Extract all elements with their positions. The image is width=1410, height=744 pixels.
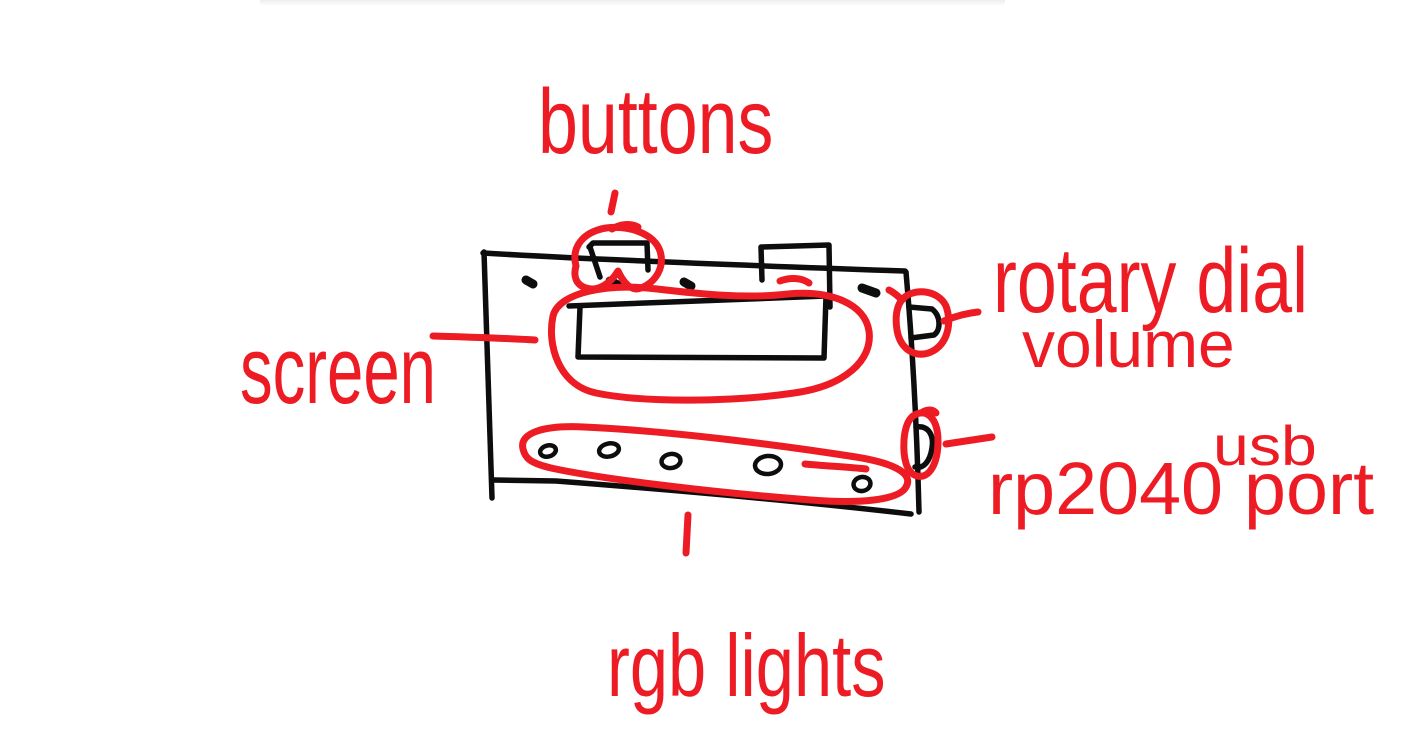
- rgb-ellipse-annotation: [519, 423, 912, 505]
- screen-pointer-line: [429, 332, 539, 344]
- rgb-led-sketch: [752, 453, 784, 477]
- rgb-led-sketch: [659, 451, 683, 471]
- screen-sketch: [566, 293, 829, 361]
- device-bottom-edge: [491, 477, 914, 517]
- annotations: [429, 189, 996, 557]
- usb-circle-annotation: [900, 409, 942, 480]
- usb-port-sketch: [912, 424, 936, 471]
- rotary-dial-label-line1: rotary dial: [993, 230, 1309, 332]
- rgb-inner-dash: [801, 460, 870, 473]
- usb-label-line1: usb: [1213, 414, 1317, 477]
- button-dot: [679, 277, 696, 291]
- rotary-circle-tail: [885, 286, 906, 304]
- rotary-pointer-line: [940, 308, 982, 325]
- top-edge-strip: [260, 0, 1005, 5]
- rotary-dial-sketch: [906, 304, 942, 341]
- rgb-lights-label: rgb lights: [607, 616, 886, 715]
- screen-circle-tail: [776, 275, 813, 287]
- device-top-edge: [480, 250, 908, 274]
- usb-circle-tail: [917, 406, 940, 417]
- rotary-circle-annotation: [892, 288, 953, 358]
- rgb-led-sketch: [851, 474, 873, 494]
- usb-label-line2: rp2040 port: [988, 447, 1375, 530]
- buttons-circle-tail: [608, 221, 642, 233]
- device-left-edge: [481, 249, 495, 501]
- usb-pointer-line: [942, 433, 996, 448]
- rgb-led-sketch: [596, 441, 622, 459]
- button-dot: [857, 283, 881, 298]
- buttons-tab-side: [587, 244, 603, 280]
- rgb-pointer-line: [682, 511, 692, 557]
- screen-circle-annotation: [547, 283, 873, 404]
- buttons-pointer-line: [607, 189, 619, 216]
- top-tab-sketch: [758, 242, 833, 310]
- device-right-edge: [903, 269, 922, 515]
- device-sketch: [480, 240, 942, 517]
- button-dot: [521, 275, 538, 289]
- rgb-led-sketch: [537, 443, 559, 459]
- buttons-label: buttons: [538, 71, 774, 173]
- rotary-dial-label-line2: volume: [1022, 307, 1235, 381]
- screen-label: screen: [240, 317, 436, 424]
